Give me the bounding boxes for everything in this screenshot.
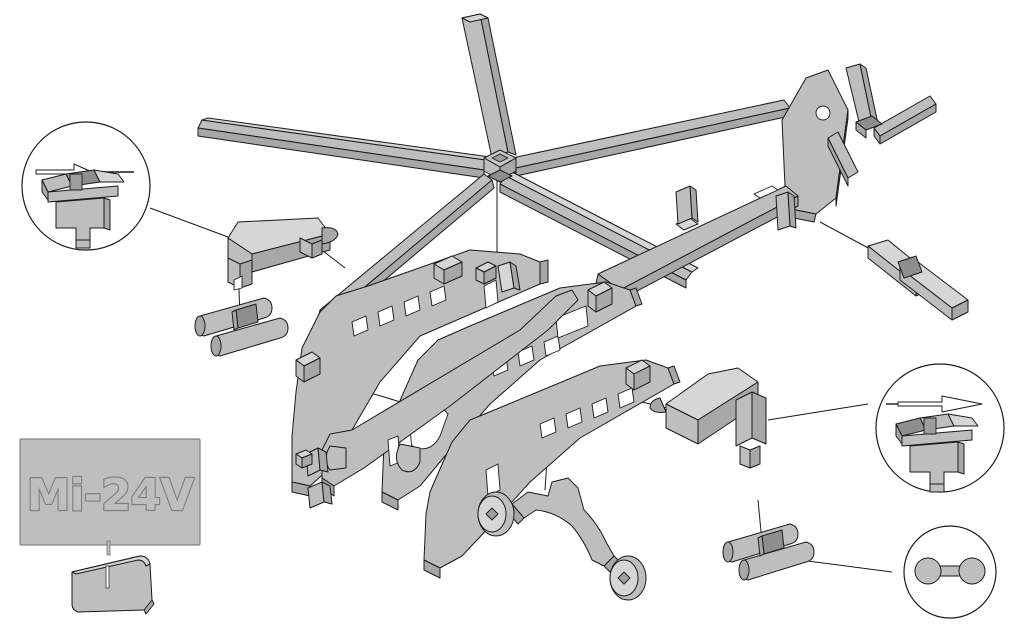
keel-foot (325, 445, 347, 471)
keel-tab (497, 261, 521, 293)
landing-wheel (609, 555, 647, 601)
stand-slot (105, 565, 110, 589)
nameplate-label: Mi-24V (27, 470, 194, 521)
wing-tab (299, 237, 323, 259)
wing-tab (735, 391, 767, 469)
wing-tip (321, 227, 339, 245)
pod-bracket (757, 529, 785, 557)
main-rotor-blade (197, 117, 491, 179)
fuselage-side-panel-left (291, 249, 549, 497)
weapon-pylon-group (867, 239, 969, 321)
connector-block (295, 449, 313, 469)
pylon-bracket (897, 255, 923, 279)
tail-boom-tab (675, 185, 699, 225)
tail-rotor-hub (855, 115, 883, 139)
tab-block (295, 351, 321, 383)
tail-rotor-blade (827, 131, 859, 187)
bracket-detail-part-mirrored (895, 413, 979, 493)
tab-block (587, 281, 613, 313)
landing-gear-group (305, 447, 647, 601)
nameplate-tab (106, 540, 111, 556)
main-rotor-blade (461, 13, 517, 159)
pod-bracket (231, 303, 259, 331)
nameplate-stand (71, 555, 155, 615)
stub-wing-left (227, 217, 339, 291)
main-rotor-hub (483, 149, 517, 183)
landing-gear-strut (505, 477, 621, 573)
wing-tab (227, 257, 253, 291)
wing-tip (649, 397, 667, 413)
bracket-detail-part (41, 169, 125, 249)
connector-block (475, 261, 497, 285)
rocket-pod-pair-right (722, 523, 815, 581)
small-parts-group (295, 261, 497, 469)
callout-detail-axle (903, 525, 997, 619)
main-rotor-blade (511, 99, 791, 177)
tail-strut (775, 191, 797, 231)
slot-cut (483, 279, 499, 309)
landing-wheel (477, 491, 515, 537)
tab-block (625, 359, 651, 391)
keel-foot (396, 443, 421, 473)
window-cutout-row (539, 387, 635, 439)
rocket-pod (738, 541, 815, 581)
tail-assembly (595, 63, 937, 301)
tail-rotor-blade (873, 95, 937, 145)
window-cutout-row (351, 285, 447, 337)
callout-detail-lower-right (875, 363, 1005, 493)
rocket-pod-pair-left (194, 297, 289, 357)
tab-block (433, 255, 463, 285)
gear-mount-tab (307, 481, 333, 509)
nameplate-group: Mi-24V (19, 438, 201, 556)
rocket-pod (210, 317, 289, 357)
stub-wing-right (649, 367, 767, 469)
insertion-arrow-icon (886, 395, 983, 413)
dumbbell-axle-part (914, 557, 986, 585)
slot-cut (485, 463, 501, 497)
door-cutout (555, 305, 589, 339)
callout-detail-upper-left (21, 121, 151, 251)
